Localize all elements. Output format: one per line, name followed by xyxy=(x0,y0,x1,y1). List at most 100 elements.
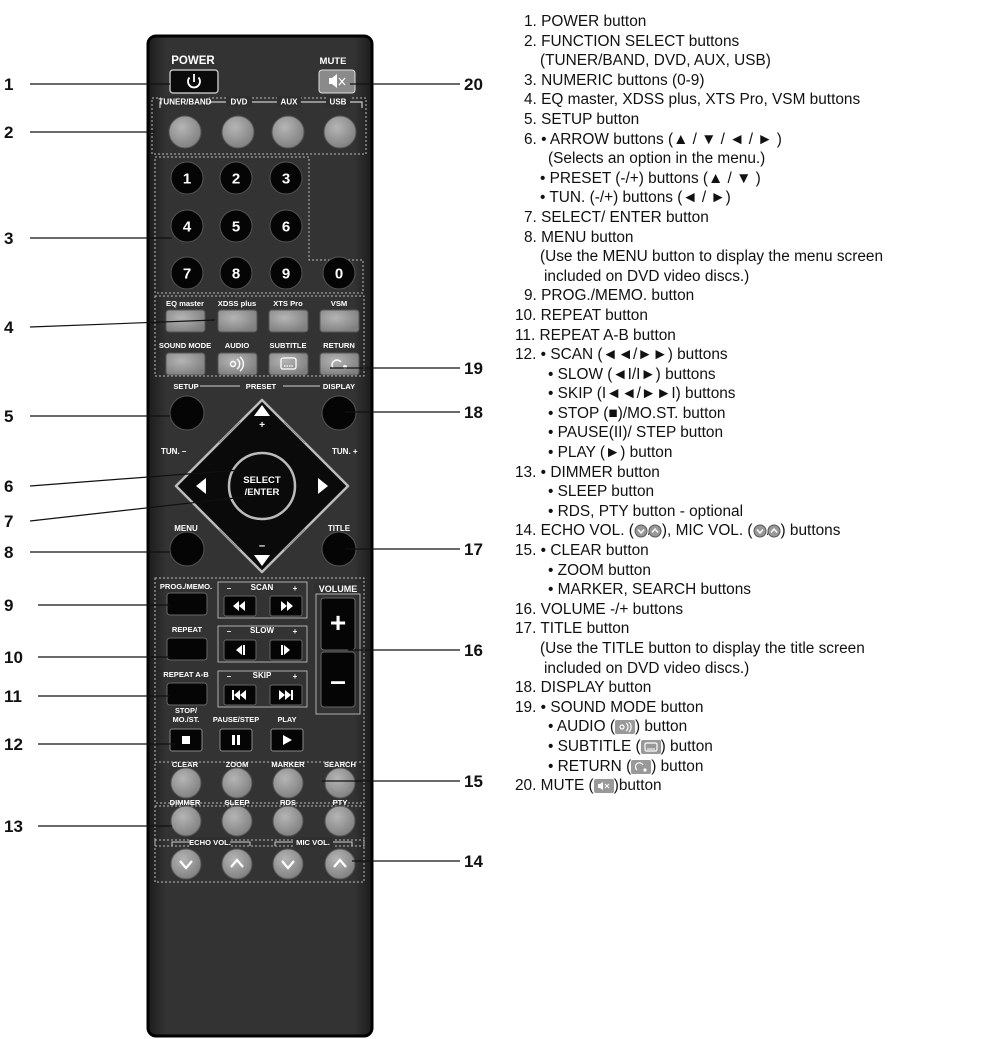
legend-text: (Use the MENU button to display the menu… xyxy=(540,248,884,266)
stop-button[interactable] xyxy=(169,728,203,752)
repeat-ab-button[interactable] xyxy=(166,682,208,706)
legend-text: 13. • DIMMER button xyxy=(515,463,660,481)
return-icon xyxy=(631,759,652,774)
num-3-button[interactable]: 3 xyxy=(269,161,303,195)
legend-item-10: 10. REPEAT button xyxy=(512,306,992,326)
legend-19d-post: ) button xyxy=(651,757,704,775)
legend-item-15: 15. • CLEAR button xyxy=(512,541,992,561)
tun-minus-label: TUN. – xyxy=(161,447,187,456)
prog-memo-label: PROG./MEMO. xyxy=(160,582,212,591)
num-0-button[interactable]: 0 xyxy=(322,256,356,290)
dvd-label: DVD xyxy=(231,98,248,107)
zoom-button[interactable] xyxy=(221,767,253,799)
num-4-label: 4 xyxy=(183,219,192,236)
legend-text: 20. MUTE ()button xyxy=(512,776,662,796)
pty-button[interactable] xyxy=(324,805,356,837)
legend-item-1: 1. POWER button xyxy=(512,12,992,32)
legend-item-19-sub3: • RETURN () button xyxy=(512,757,992,777)
legend-14-pre: 14. ECHO VOL. ( xyxy=(515,522,634,540)
skip-next-button[interactable] xyxy=(269,684,303,706)
power-button[interactable] xyxy=(169,69,219,94)
clear-button[interactable] xyxy=(170,767,202,799)
legend-item-12-sub1: • SLOW (◄I/I►) buttons xyxy=(512,365,992,385)
legend-item-14: 14. ECHO VOL. (/), MIC VOL. (/) buttons xyxy=(512,521,992,541)
chevron-down-icon xyxy=(179,860,193,870)
arrow-down-button[interactable]: – xyxy=(254,540,270,566)
skip-prev-button[interactable] xyxy=(223,684,257,706)
pause-step-button[interactable] xyxy=(219,728,253,752)
dimmer-button[interactable] xyxy=(170,805,202,837)
num-7-button[interactable]: 7 xyxy=(170,256,204,290)
legend-item-18: 18. DISPLAY button xyxy=(512,678,992,698)
callout-4: 4 xyxy=(4,318,14,337)
numeric-group-outline xyxy=(154,156,364,294)
slow-fwd-button[interactable] xyxy=(269,639,303,661)
legend-19c-pre: • SUBTITLE ( xyxy=(548,737,641,755)
num-1-button[interactable]: 1 xyxy=(170,161,204,195)
return-button[interactable] xyxy=(319,352,360,376)
echo-vol-down-button[interactable] xyxy=(170,848,202,880)
arrow-right-button[interactable] xyxy=(318,478,328,494)
num-9-button[interactable]: 9 xyxy=(269,256,303,290)
legend-text: (TUNER/BAND, DVD, AUX, USB) xyxy=(540,52,771,70)
scan-minus-label: – xyxy=(227,584,232,593)
legend-text: • ZOOM button xyxy=(548,561,651,579)
subtitle-icon xyxy=(280,357,297,370)
chevron-down-icon xyxy=(281,860,295,870)
legend-text: 17. TITLE button xyxy=(515,620,630,638)
xts-pro-button[interactable] xyxy=(268,309,309,333)
num-3-label: 3 xyxy=(282,171,290,188)
dvd-button[interactable] xyxy=(221,115,255,149)
subtitle-icon xyxy=(640,739,661,754)
tuner-band-label: TUNER/BAND xyxy=(159,98,212,107)
vsm-button[interactable] xyxy=(319,309,360,333)
callout-8: 8 xyxy=(4,543,13,562)
legend-item-7: 7. SELECT/ ENTER button xyxy=(512,208,992,228)
volume-down-button[interactable]: – xyxy=(320,651,356,708)
audio-label: AUDIO xyxy=(225,341,250,350)
num-8-button[interactable]: 8 xyxy=(219,256,253,290)
arrow-left-button[interactable] xyxy=(196,478,206,494)
legend-text: • MARKER, SEARCH buttons xyxy=(548,581,751,599)
marker-button[interactable] xyxy=(272,767,304,799)
menu-button[interactable] xyxy=(169,531,205,567)
usb-button[interactable] xyxy=(323,115,357,149)
scan-label: SCAN xyxy=(251,583,274,592)
tuner-band-button[interactable] xyxy=(168,115,202,149)
num-7-label: 7 xyxy=(183,266,191,283)
slow-rev-button[interactable] xyxy=(223,639,257,661)
num-2-button[interactable]: 2 xyxy=(219,161,253,195)
audio-button[interactable] xyxy=(217,352,258,376)
setup-button[interactable] xyxy=(169,395,205,431)
mute-button[interactable] xyxy=(318,69,356,94)
search-button[interactable] xyxy=(324,767,356,799)
sleep-button[interactable] xyxy=(221,805,253,837)
subtitle-button[interactable] xyxy=(268,352,309,376)
scan-fwd-button[interactable] xyxy=(269,595,303,617)
select-enter-button[interactable]: SELECT /ENTER xyxy=(227,451,297,521)
num-5-button[interactable]: 5 xyxy=(219,209,253,243)
volume-up-button[interactable]: + xyxy=(320,597,356,651)
mic-vol-down-button[interactable] xyxy=(272,848,304,880)
mic-vol-up-button[interactable] xyxy=(324,848,356,880)
sound-mode-button[interactable] xyxy=(165,352,206,376)
display-button[interactable] xyxy=(321,395,357,431)
arrow-up-button[interactable]: + xyxy=(254,405,270,431)
prog-memo-button[interactable] xyxy=(166,592,208,616)
repeat-button[interactable] xyxy=(166,637,208,661)
play-button[interactable] xyxy=(270,728,304,752)
legend-item-6-sub2: • TUN. (-/+) buttons (◄ / ►) xyxy=(512,188,992,208)
callout-3: 3 xyxy=(4,229,13,248)
repeat-ab-label: REPEAT A-B xyxy=(163,670,209,679)
zoom-label: ZOOM xyxy=(226,760,249,769)
rds-button[interactable] xyxy=(272,805,304,837)
xdss-plus-button[interactable] xyxy=(217,309,258,333)
num-4-button[interactable]: 4 xyxy=(170,209,204,243)
echo-vol-up-button[interactable] xyxy=(221,848,253,880)
aux-button[interactable] xyxy=(271,115,305,149)
callout-7: 7 xyxy=(4,512,13,531)
enter-label: /ENTER xyxy=(245,487,280,498)
scan-rev-button[interactable] xyxy=(223,595,257,617)
legend-item-8-cont2: included on DVD video discs.) xyxy=(512,267,992,287)
num-6-button[interactable]: 6 xyxy=(269,209,303,243)
